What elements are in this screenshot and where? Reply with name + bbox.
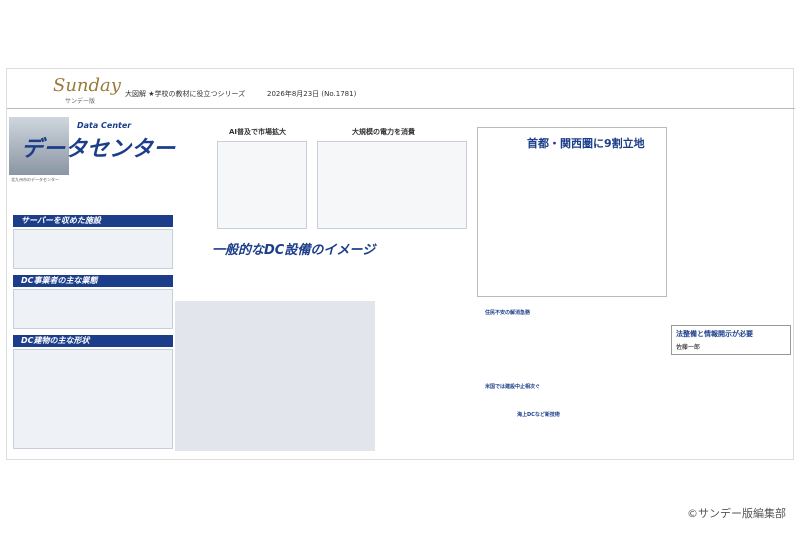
photo-caption: 北九州市のデータセンター xyxy=(11,177,59,182)
issue-date: 2026年8月23日 (No.1781) xyxy=(267,90,357,98)
page-header: Sunday サンデー版 大図解 ★学校の教材に役立つシリーズ 2026年8月2… xyxy=(7,69,795,109)
section-servers: サーバーを収めた施設 xyxy=(13,215,173,227)
us-title: 米国では建設中止相次ぐ xyxy=(485,384,541,390)
business-box xyxy=(13,289,173,329)
shapes-box xyxy=(13,349,173,449)
newspaper-page: Sunday サンデー版 大図解 ★学校の教材に役立つシリーズ 2026年8月2… xyxy=(6,68,795,460)
kicker: Data Center xyxy=(77,121,132,130)
map-box xyxy=(477,127,667,297)
datacenter-illustration xyxy=(175,301,375,451)
logo-subtitle: サンデー版 xyxy=(65,98,96,105)
datacenter-photo xyxy=(9,117,69,175)
expert-name: 佐藤一郎 xyxy=(676,344,701,351)
right-column xyxy=(671,131,791,321)
regional-title: 首都・関西圏に9割立地 xyxy=(527,137,645,150)
page-title: データセンター xyxy=(21,137,176,162)
servers-box xyxy=(13,229,173,269)
expert-title: 法整備と情報開示が必要 xyxy=(676,330,753,338)
power-title: 大規模の電力を消費 xyxy=(352,128,415,136)
section-shapes: DC建物の主な形状 xyxy=(13,335,173,347)
market-chart xyxy=(217,141,307,229)
expert-box: 法整備と情報開示が必要 佐藤一郎 xyxy=(671,325,791,355)
market-title: AI普及で市場拡大 xyxy=(229,128,287,136)
illustration-title: 一般的なDC設備のイメージ xyxy=(212,243,376,258)
usage-title: 住民不安の解消急務 xyxy=(485,310,531,316)
section-business: DC事業者の主な業態 xyxy=(13,275,173,287)
power-chart xyxy=(317,141,467,229)
credit: ©サンデー版編集部 xyxy=(687,507,786,520)
logo: Sunday xyxy=(53,75,121,96)
overseas-title: 海上DCなど新技術 xyxy=(517,412,560,418)
series-title: 大図解 ★学校の教材に役立つシリーズ xyxy=(125,90,246,98)
